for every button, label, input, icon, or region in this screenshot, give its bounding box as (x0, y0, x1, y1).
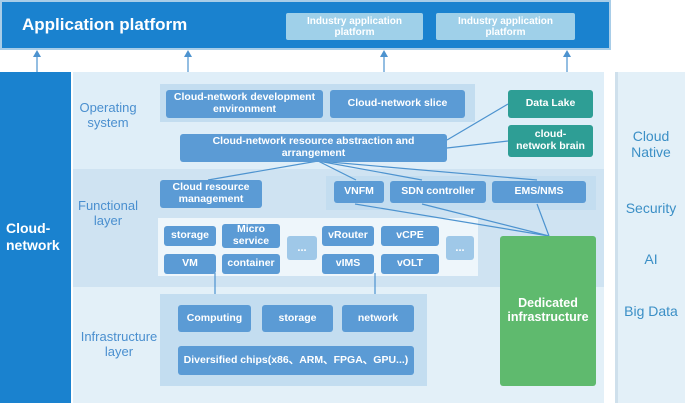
resource-management-box: Cloud resource management (160, 180, 262, 208)
right-panel (615, 72, 685, 403)
vrouter-box: vRouter (322, 226, 374, 246)
ems-nms-box: EMS/NMS (492, 181, 586, 203)
industry-platform-2: Industry application platform (436, 13, 575, 40)
cloud-native-label: Cloud Native (631, 128, 671, 161)
vnfm-box: VNFM (334, 181, 384, 203)
abstraction-box: Cloud-network resource abstraction and a… (180, 134, 447, 162)
big-data-label: Big Data (624, 303, 678, 319)
slice-box: Cloud-network slice (330, 90, 465, 118)
computing-box: Computing (178, 305, 251, 332)
data-lake-box: Data Lake (508, 90, 593, 118)
storage-box: storage (164, 226, 216, 246)
dedicated-infrastructure-box: Dedicated infrastructure (500, 236, 596, 386)
operating-system-label: Operating system (79, 100, 137, 130)
container-box: container (222, 254, 280, 274)
cloud-network-bar (0, 72, 71, 403)
micro-service-box: Micro service (222, 224, 280, 248)
cloud-network-label: Cloud-network (6, 220, 60, 253)
sdn-controller-box: SDN controller (390, 181, 486, 203)
vims-box: vIMS (322, 254, 374, 274)
infrastructure-layer-label: Infrastructure layer (80, 329, 158, 359)
security-label: Security (625, 200, 677, 216)
diversified-chips-box: Diversified chips(x86、ARM、FPGA、GPU...) (178, 346, 414, 375)
application-platform-title: Application platform (22, 15, 188, 34)
ai-label: AI (644, 251, 658, 267)
network-box: network (342, 305, 414, 332)
infra-storage-box: storage (262, 305, 333, 332)
industry-platform-1: Industry application platform (286, 13, 423, 40)
brain-box: cloud-network brain (508, 125, 593, 157)
ellipsis-box-1: ... (287, 236, 317, 260)
vm-box: VM (164, 254, 216, 274)
ellipsis-box-2: ... (446, 236, 474, 260)
dev-environment-box: Cloud-network development environment (166, 90, 323, 118)
functional-layer-label: Functional layer (78, 198, 138, 228)
vcpe-box: vCPE (381, 226, 439, 246)
volt-box: vOLT (381, 254, 439, 274)
